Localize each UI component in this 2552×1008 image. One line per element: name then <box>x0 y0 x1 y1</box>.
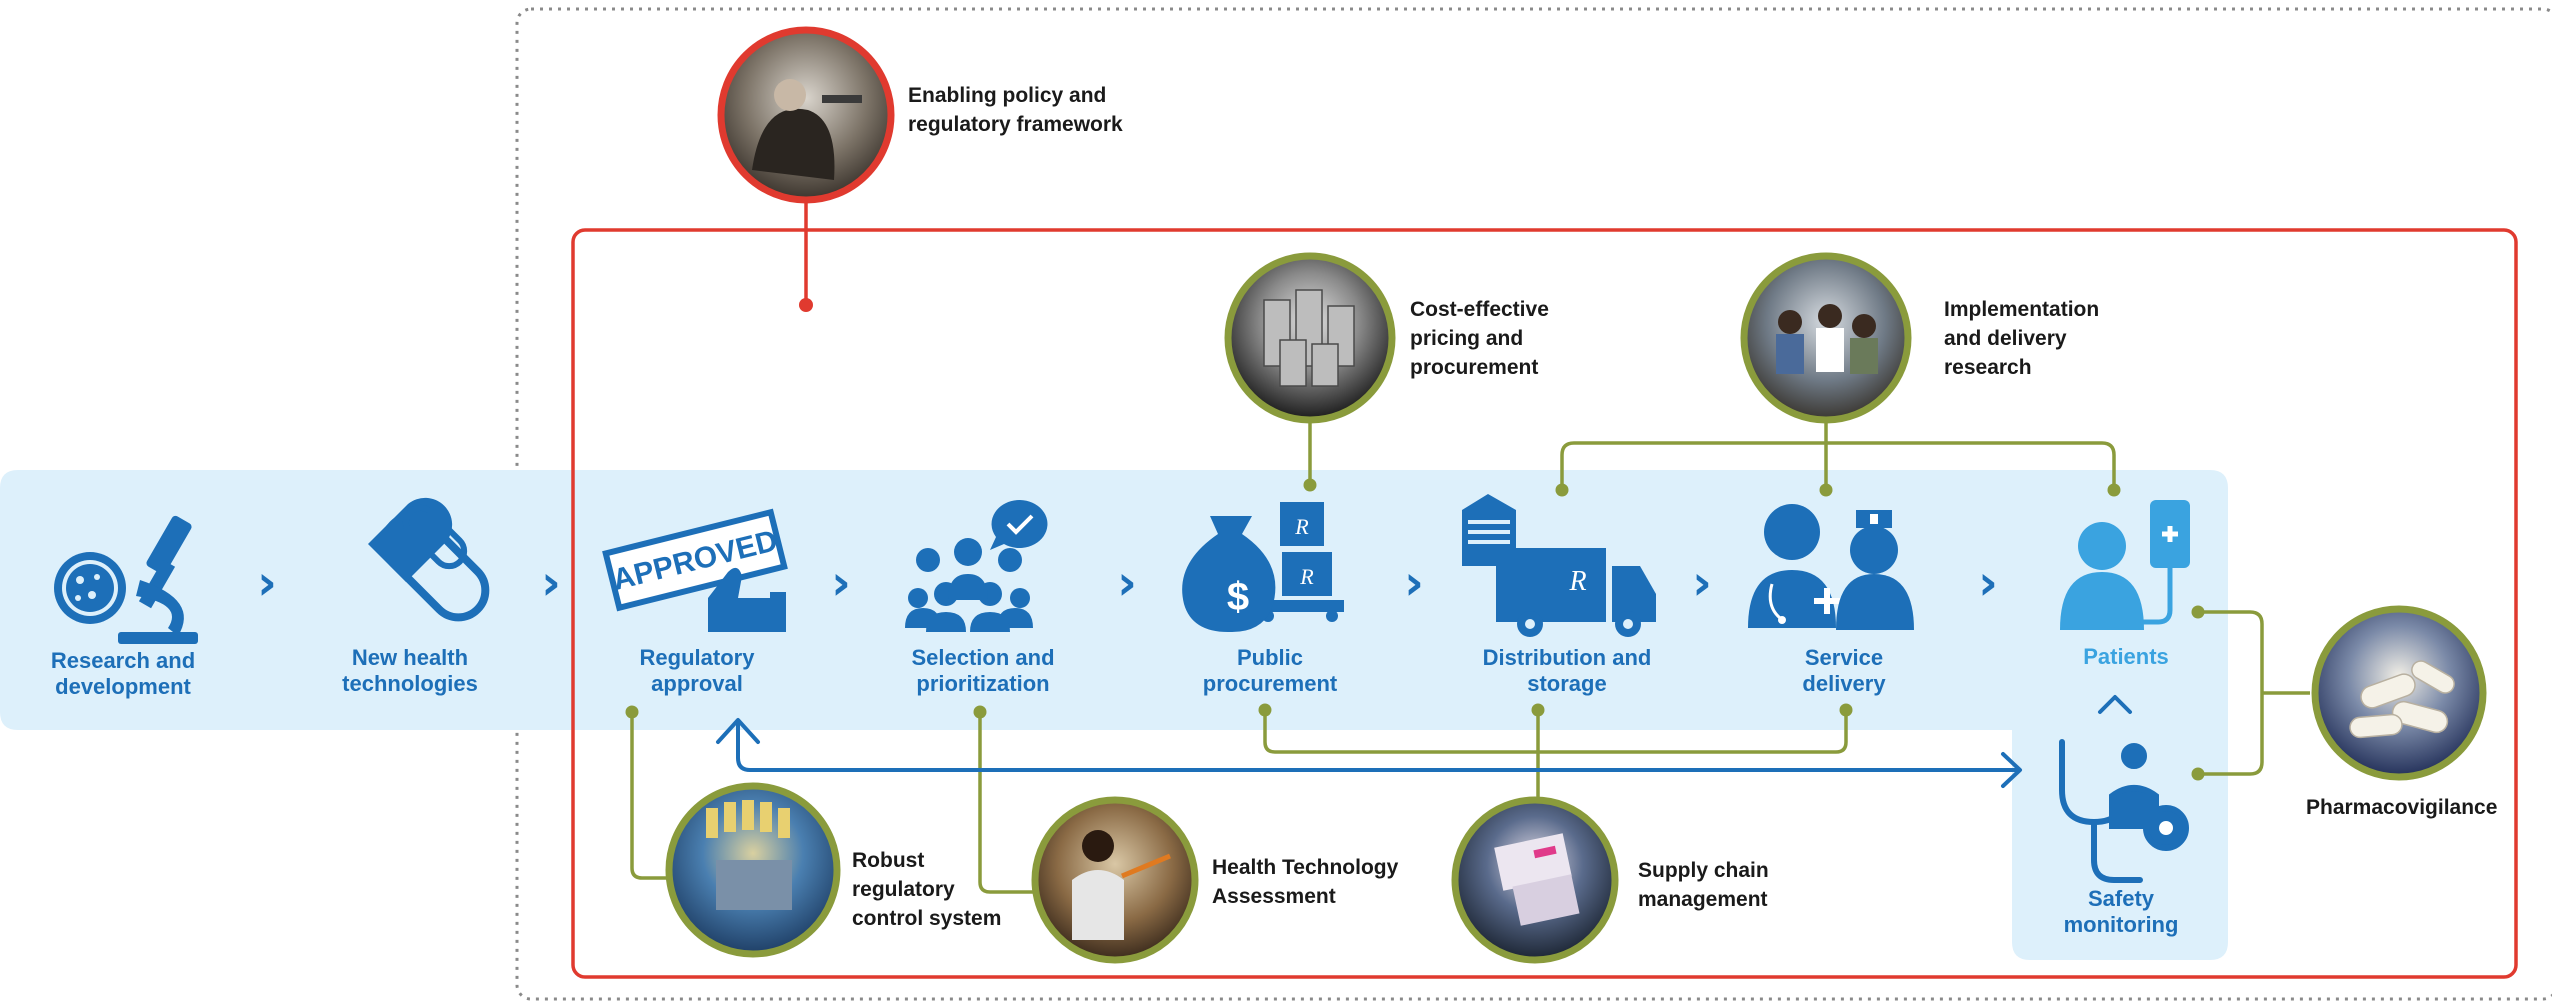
microscope-icon <box>54 515 198 644</box>
boxes-photo <box>1451 796 1619 964</box>
enabler-implementation-label: Implementation and delivery research <box>1944 298 2100 379</box>
step-regulatory-approval-label: Regulatory approval <box>639 645 755 696</box>
chevron-right-icon: › <box>1117 555 1137 611</box>
lab-vials-photo <box>665 782 841 958</box>
hta-photo <box>1031 796 1199 964</box>
dotted-boundary <box>515 7 2552 1001</box>
connector-dot <box>1258 703 1272 717</box>
svg-text:R: R <box>1299 564 1314 589</box>
delivery-truck-icon: R <box>1462 494 1656 637</box>
connector-dot <box>625 705 639 719</box>
chevron-up-icon <box>2098 695 2132 714</box>
chevron-right-icon: › <box>257 555 277 611</box>
policy-connector-dot <box>799 298 813 312</box>
svg-text:$: $ <box>1227 575 1249 619</box>
feedback-arrow <box>716 718 2022 788</box>
connector-dot <box>1555 483 1569 497</box>
connector-dot <box>1531 703 1545 717</box>
connector-dot <box>2107 483 2121 497</box>
policy-meeting-photo <box>717 26 895 204</box>
safety-monitoring-label: Safety monitoring <box>2063 886 2179 937</box>
step-patients-label: Patients <box>2083 644 2169 669</box>
svg-text:R: R <box>1294 514 1309 539</box>
step-procurement-label: Public procurement <box>1202 645 1338 696</box>
connector-dot <box>2191 767 2205 781</box>
enabler-pricing-label: Cost-effective pricing and procurement <box>1410 298 1549 379</box>
doctor-nurse-icon <box>1748 504 1914 630</box>
connector-dot <box>973 705 987 719</box>
connector-dot <box>2191 605 2205 619</box>
enabler-policy-label: Enabling policy and regulatory framework <box>908 84 1123 136</box>
chevron-right-icon: › <box>1404 555 1424 611</box>
enabler-regulatory-control-label: Robust regulatory control system <box>852 849 1002 930</box>
chevron-right-icon: › <box>831 555 851 611</box>
meeting-photo <box>1740 252 1912 424</box>
enabler-supply-chain-label: Supply chain management <box>1638 859 1769 911</box>
coins-photo <box>1224 252 1396 424</box>
step-distribution-label: Distribution and storage <box>1482 645 1652 696</box>
pills-photo <box>2311 605 2487 781</box>
group-chat-icon <box>905 499 1048 632</box>
step-new-technologies-label: New health technologies <box>342 645 478 696</box>
policy-framework-box <box>571 228 2518 979</box>
capsule-icon <box>368 497 490 622</box>
stethoscope-icon <box>2059 739 2189 883</box>
connector-dot <box>1839 703 1853 717</box>
money-bag-icon: R R $ <box>1182 502 1344 632</box>
step-service-delivery-label: Service delivery <box>1802 645 1886 696</box>
step-selection-label: Selection and prioritization <box>911 645 1055 696</box>
chevron-right-icon: › <box>541 555 561 611</box>
enabler-pharmacovigilance-label: Pharmacovigilance <box>2306 796 2498 819</box>
connector-dot <box>1819 483 1833 497</box>
step-research-label: Research and development <box>50 648 196 699</box>
chevron-right-icon: › <box>1978 555 1998 611</box>
enabler-hta-label: Health Technology Assessment <box>1212 856 1399 908</box>
chevron-right-icon: › <box>1692 555 1712 611</box>
green-connectors <box>630 416 2310 894</box>
patient-iv-icon <box>2060 500 2190 630</box>
flow-band <box>0 470 2228 960</box>
svg-text:R: R <box>1568 566 1586 597</box>
connector-dot <box>1303 478 1317 492</box>
